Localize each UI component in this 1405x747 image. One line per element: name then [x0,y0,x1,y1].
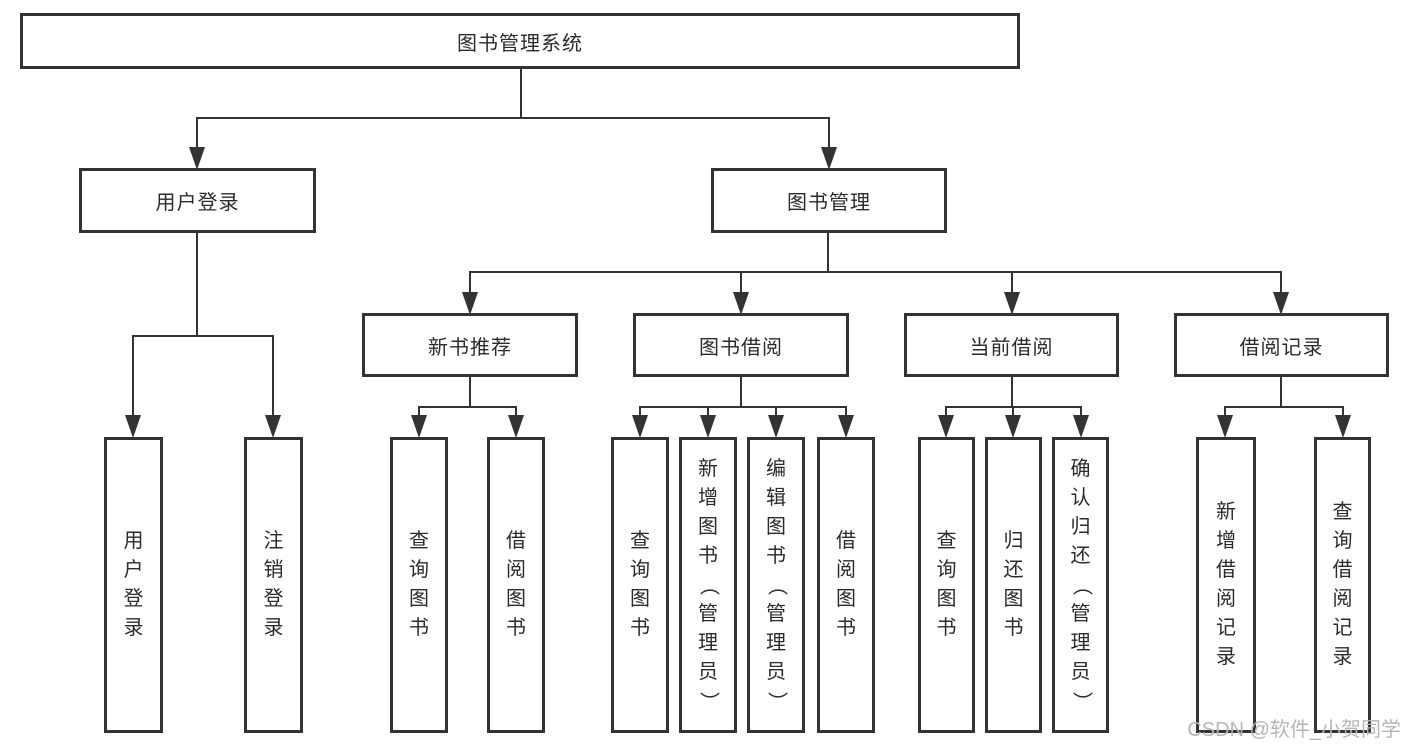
arrowhead [1273,292,1289,315]
arrowhead [1004,292,1020,315]
leaf-edit-book-admin: 编辑图书（管理员） [747,437,805,733]
node-label: 查询图书 [936,530,957,639]
arrowhead [462,292,478,315]
leaf-return-book: 归还图书 [985,437,1042,733]
node-label: 借阅图书 [506,530,526,639]
node-label: 用户登录 [123,530,144,639]
arrowhead [632,415,648,438]
leaf-search-books-borrowing: 查询图书 [611,437,669,733]
node-user-login: 用户登录 [79,168,316,233]
arrowhead [265,415,281,438]
leaf-add-borrow-record: 新增借阅记录 [1196,437,1256,733]
node-label: 用户登录 [155,192,240,214]
arrowhead [1217,415,1233,438]
node-label: 图书管理 [787,192,871,214]
arrowhead [938,415,954,438]
node-label: 图书借阅 [699,336,783,359]
leaf-search-books-current: 查询图书 [918,437,975,733]
arrowhead [768,415,784,438]
node-label: 图书管理系统 [457,32,583,55]
node-label: 查询借阅记录 [1332,501,1353,668]
leaf-search-books-recommend: 查询图书 [390,437,448,733]
arrowhead [1005,415,1021,438]
arrowhead [700,415,716,438]
arrowhead [189,147,205,170]
node-label: 查询图书 [630,530,650,639]
node-book-management: 图书管理 [711,168,947,233]
node-library-management-system: 图书管理系统 [20,13,1020,69]
node-label: 归还图书 [1003,530,1024,639]
arrowhead [1073,415,1089,438]
leaf-borrow-books-recommend: 借阅图书 [487,437,545,733]
node-new-book-recommendation: 新书推荐 [362,313,578,377]
node-label: 注销登录 [263,530,284,639]
leaf-borrow-books-borrowing: 借阅图书 [817,437,875,733]
node-current-borrowing: 当前借阅 [904,313,1119,377]
node-label: 借阅图书 [836,530,856,639]
arrowhead [733,292,749,315]
leaf-confirm-return-admin: 确认归还（管理员） [1052,437,1109,733]
leaf-add-book-admin: 新增图书（管理员） [679,437,737,733]
node-label: 借阅记录 [1239,336,1324,359]
leaf-search-borrow-record: 查询借阅记录 [1314,437,1371,733]
leaf-logout: 注销登录 [244,437,303,733]
csdn-watermark: CSDN @软件_小贺同学 [1187,719,1401,741]
node-label: 编辑图书（管理员） [765,457,788,712]
arrowhead [1335,415,1351,438]
node-label: 新增图书（管理员） [697,457,720,712]
arrowhead [508,415,524,438]
arrowhead [125,415,141,438]
node-label: 确认归还（管理员） [1070,457,1092,712]
leaf-user-login: 用户登录 [104,437,163,733]
node-label: 新书推荐 [428,336,512,359]
node-borrowing-records: 借阅记录 [1174,313,1389,377]
arrowhead [821,147,837,170]
arrowhead [838,415,854,438]
arrowhead [411,415,427,438]
node-book-borrowing: 图书借阅 [633,313,849,377]
node-label: 当前借阅 [969,336,1054,359]
node-label: 查询图书 [409,530,429,639]
node-label: 新增借阅记录 [1216,501,1236,668]
